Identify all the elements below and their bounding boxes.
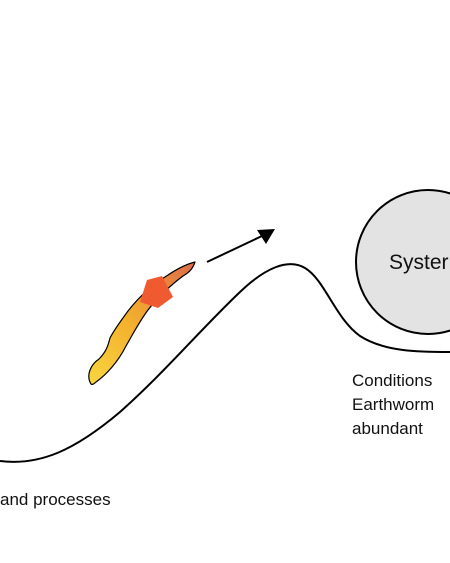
- conditions-line-1: Conditions: [352, 371, 432, 390]
- conditions-line-3: abundant: [352, 419, 423, 438]
- arrow-right-icon: [206, 229, 275, 263]
- earthworm-icon: [88, 261, 196, 385]
- circle-label: Syster: [389, 251, 449, 274]
- conditions-text: Conditions Earthworm abundant: [352, 371, 439, 438]
- clitellum: [140, 276, 173, 308]
- conditions-line-2: Earthworm: [352, 395, 434, 414]
- landscape-curve: [0, 263, 450, 463]
- system-circle: [355, 189, 450, 335]
- bottom-label: and processes: [0, 490, 111, 509]
